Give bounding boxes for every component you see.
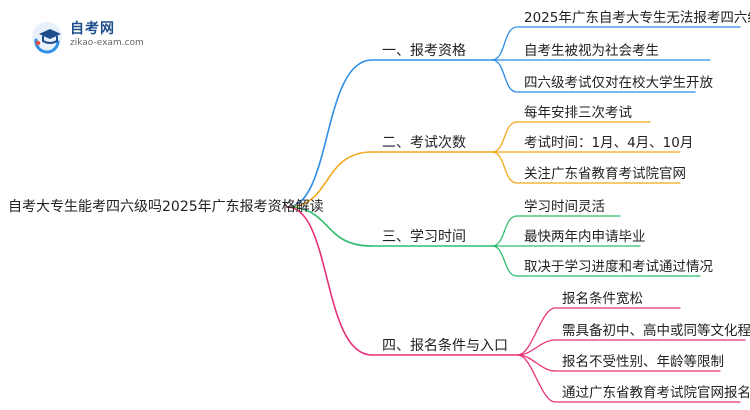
leaf-registration-1: 报名条件宽松	[562, 291, 643, 307]
leaf-connector	[517, 354, 556, 403]
branch-qualification: 一、报考资格	[382, 43, 466, 59]
leaf-registration-4: 通过广东省教育考试院官网报名	[562, 385, 750, 401]
leaf-connector	[491, 59, 518, 93]
leaf-exam-frequency-3: 关注广东省教育考试院官网	[524, 166, 686, 182]
leaf-study-time-3: 取决于学习进度和考试通过情况	[524, 259, 713, 275]
logo-url: zikao-exam.com	[70, 38, 144, 48]
leaf-connector	[491, 245, 518, 277]
leaf-connector	[517, 307, 556, 356]
leaf-registration-3: 报名不受性别、年龄等限制	[562, 354, 724, 370]
logo-title: 自考网	[70, 21, 115, 37]
root-connector	[286, 206, 373, 356]
leaf-study-time-2: 最快两年内申请毕业	[524, 229, 646, 245]
leaf-study-time-1: 学习时间灵活	[524, 199, 605, 215]
branch-study-time: 三、学习时间	[382, 229, 466, 245]
leaf-exam-frequency-1: 每年安排三次考试	[524, 105, 632, 121]
leaf-exam-frequency-2: 考试时间：1月、4月、10月	[524, 135, 694, 151]
branch-registration: 四、报名条件与入口	[382, 338, 508, 354]
root-connector	[286, 206, 373, 247]
leaf-qualification-3: 四六级考试仅对在校大学生开放	[524, 75, 713, 91]
leaf-connector	[491, 121, 518, 153]
site-logo[interactable]: 自考网 zikao-exam.com	[30, 16, 144, 56]
leaf-connector	[491, 151, 518, 184]
leaf-qualification-2: 自考生被视为社会考生	[524, 43, 659, 59]
leaf-connector	[491, 215, 518, 247]
leaf-connector	[517, 339, 556, 356]
root-connector	[286, 59, 373, 208]
branch-exam-frequency: 二、考试次数	[382, 135, 466, 151]
graduation-cap-icon	[32, 22, 62, 54]
leaf-registration-2: 需具备初中、高中或同等文化程度	[562, 323, 750, 339]
leaf-connector	[491, 26, 518, 61]
root-connector	[286, 151, 373, 208]
root-node: 自考大专生能考四六级吗2025年广东报考资格解读	[8, 199, 324, 215]
leaf-qualification-1: 2025年广东自考大专生无法报考四六级	[524, 10, 750, 26]
